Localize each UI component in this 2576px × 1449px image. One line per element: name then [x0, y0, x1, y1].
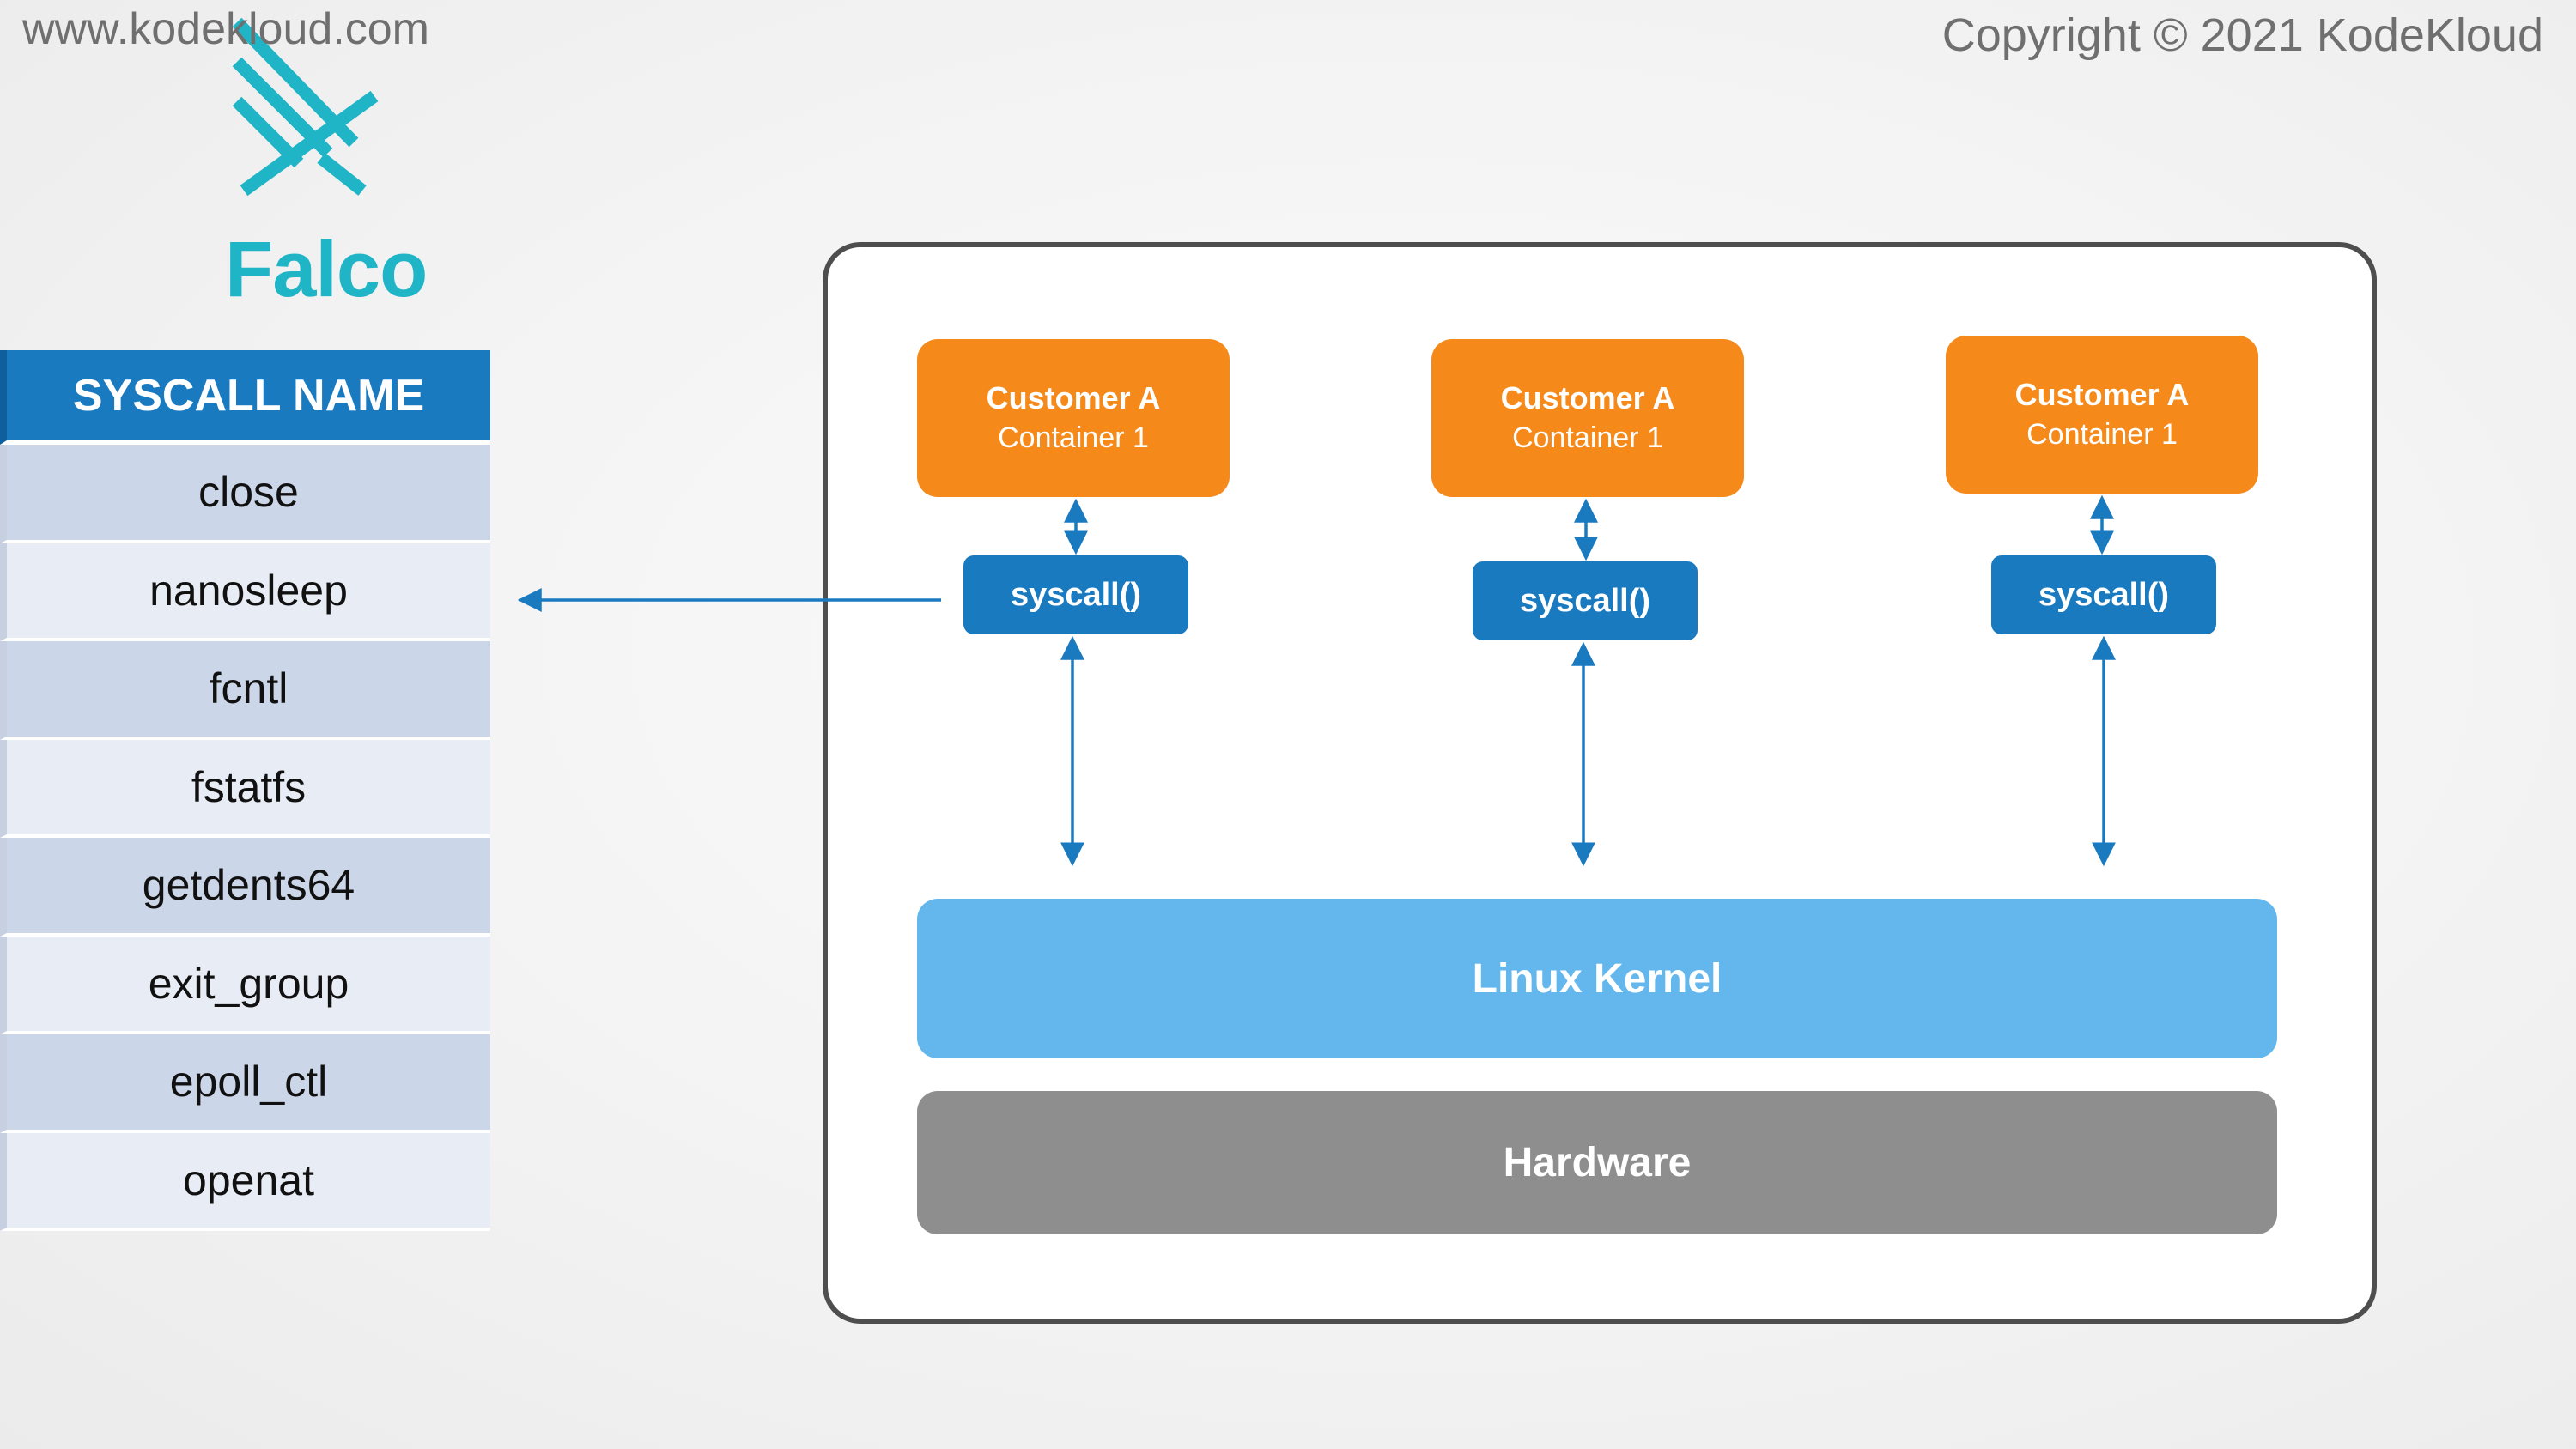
syscall-table: SYSCALL NAME close nanosleep fcntl fstat… — [0, 350, 490, 1231]
hardware-layer: Hardware — [917, 1091, 2277, 1234]
container-box-2: Customer A Container 1 — [1431, 339, 1744, 497]
syscall-row: epoll_ctl — [0, 1034, 490, 1133]
container-box-3: Customer A Container 1 — [1946, 336, 2258, 494]
container-title: Customer A — [1500, 379, 1675, 415]
syscall-row: getdents64 — [0, 838, 490, 937]
syscall-row: fcntl — [0, 641, 490, 740]
container-subtitle: Container 1 — [998, 421, 1149, 455]
syscall-row: fstatfs — [0, 739, 490, 838]
container-subtitle: Container 1 — [2026, 418, 2178, 452]
container-title: Customer A — [986, 379, 1161, 415]
container-subtitle: Container 1 — [1512, 421, 1663, 455]
copyright-text: Copyright © 2021 KodeKloud — [1941, 9, 2543, 61]
container-title: Customer A — [2014, 376, 2190, 412]
linux-kernel-layer: Linux Kernel — [917, 899, 2277, 1058]
syscall-table-header: SYSCALL NAME — [0, 350, 490, 445]
container-box-1: Customer A Container 1 — [917, 339, 1230, 497]
syscall-box-2: syscall() — [1473, 561, 1698, 640]
syscall-box-1: syscall() — [963, 555, 1188, 634]
falco-logo-text: Falco — [225, 226, 428, 313]
syscall-row: nanosleep — [0, 543, 490, 641]
syscall-row: close — [0, 445, 490, 543]
site-url[interactable]: www.kodekloud.com — [22, 4, 429, 54]
syscall-box-3: syscall() — [1991, 555, 2216, 634]
syscall-row: exit_group — [0, 936, 490, 1034]
falco-logo-icon — [232, 17, 379, 197]
syscall-row: openat — [0, 1132, 490, 1231]
